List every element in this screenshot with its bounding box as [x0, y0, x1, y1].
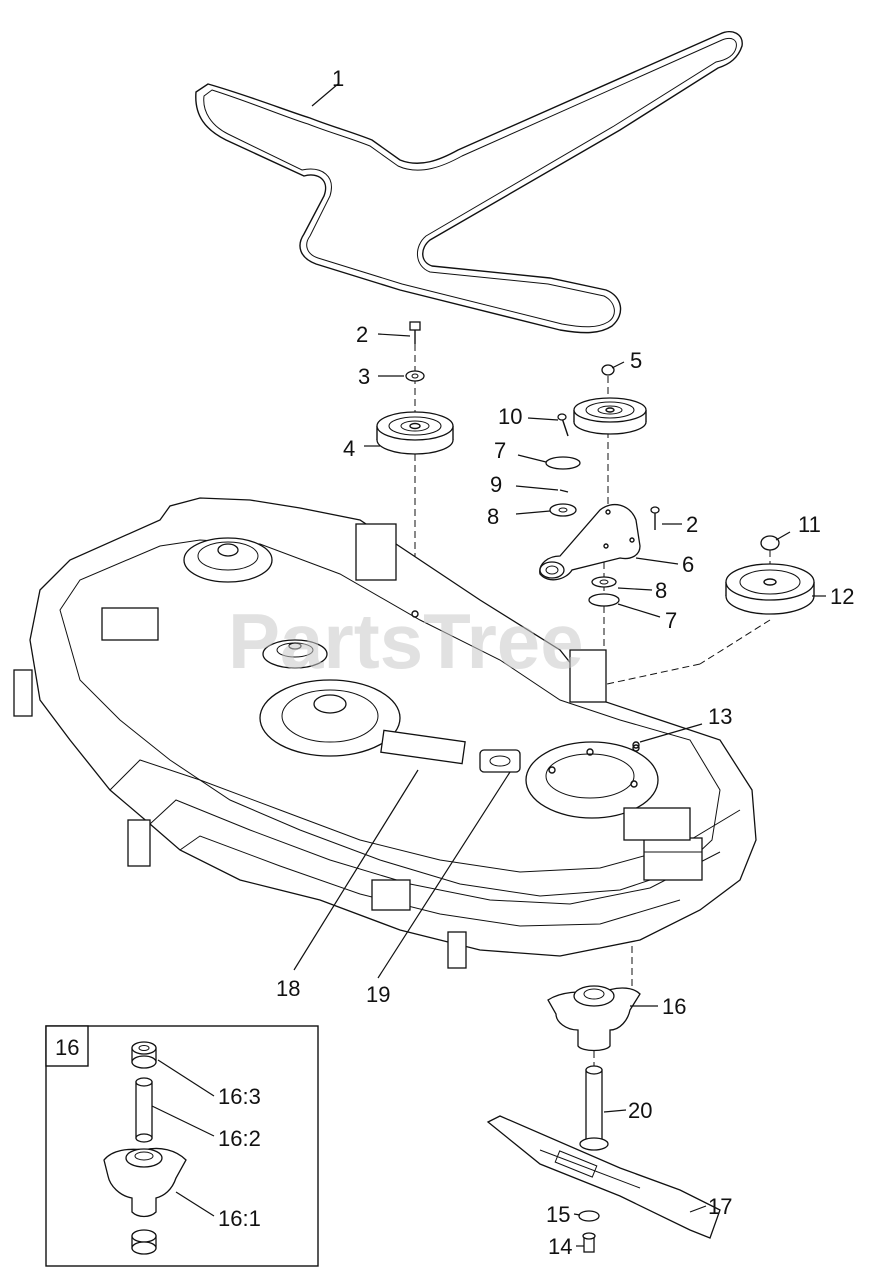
label-part-10: 10 — [498, 404, 522, 429]
label-part-20: 20 — [628, 1098, 652, 1123]
label-part-16: 16 — [662, 994, 686, 1019]
pin-9 — [559, 489, 569, 493]
label-part-6: 6 — [682, 552, 694, 577]
washer-7-top — [545, 456, 581, 470]
label-part-8-lower: 8 — [655, 578, 667, 603]
label-16-2: 16:2 — [218, 1126, 261, 1151]
label-16-1: 16:1 — [218, 1206, 261, 1231]
label-part-14: 14 — [548, 1234, 572, 1259]
spacer-16-2 — [135, 1077, 153, 1143]
washer-3 — [405, 370, 425, 382]
label-part-1: 1 — [332, 66, 344, 91]
spindle-shaft-20 — [579, 1065, 609, 1151]
washer-15 — [578, 1210, 600, 1222]
screw-10 — [557, 413, 569, 437]
label-part-9: 9 — [490, 472, 502, 497]
label-part-13: 13 — [708, 704, 732, 729]
part-labels: 1 2 3 4 5 10 7 9 8 2 6 8 7 11 12 13 18 1… — [276, 66, 854, 1259]
spindle-pulley-12 — [725, 563, 815, 615]
label-part-12: 12 — [830, 584, 854, 609]
label-part-11: 11 — [798, 512, 821, 537]
label-part-2-right: 2 — [686, 512, 698, 537]
label-part-7-top: 7 — [494, 438, 506, 463]
inset-spindle-exploded: 16 16:3 16:2 16:1 — [45, 1025, 319, 1267]
mower-deck — [13, 497, 757, 969]
idler-arm-6 — [539, 503, 641, 581]
washer-8-top — [549, 503, 577, 517]
spindle-housing-16 — [547, 985, 641, 1052]
bearing-lower — [131, 1229, 157, 1255]
label-part-2-left: 2 — [356, 322, 368, 347]
label-part-5: 5 — [630, 348, 642, 373]
blade-17 — [486, 1115, 721, 1239]
housing-16-1 — [103, 1147, 187, 1218]
label-16-3: 16:3 — [218, 1084, 261, 1109]
washer-7-lower — [588, 593, 620, 607]
label-part-17: 17 — [708, 1194, 732, 1219]
idler-pulley-right — [573, 397, 647, 435]
idler-pulley-4 — [376, 411, 454, 455]
nut-11 — [760, 535, 780, 551]
label-part-3: 3 — [358, 364, 370, 389]
washer-8-lower — [591, 576, 617, 588]
bolt-2-right — [650, 506, 660, 530]
label-part-19: 19 — [366, 982, 390, 1007]
label-part-7-lower: 7 — [665, 608, 677, 633]
label-part-18: 18 — [276, 976, 300, 1001]
watermark: PartsTree — [228, 597, 584, 685]
label-part-8-top: 8 — [487, 504, 499, 529]
leader-lines — [293, 83, 826, 1247]
nut-5 — [601, 364, 615, 376]
bolt-2-left — [409, 321, 421, 344]
bearing-16-3 — [131, 1041, 157, 1069]
inset-title: 16 — [55, 1035, 79, 1060]
label-part-4: 4 — [343, 436, 355, 461]
label-part-15: 15 — [546, 1202, 570, 1227]
drive-belt — [195, 30, 743, 334]
bolt-14 — [582, 1232, 596, 1253]
